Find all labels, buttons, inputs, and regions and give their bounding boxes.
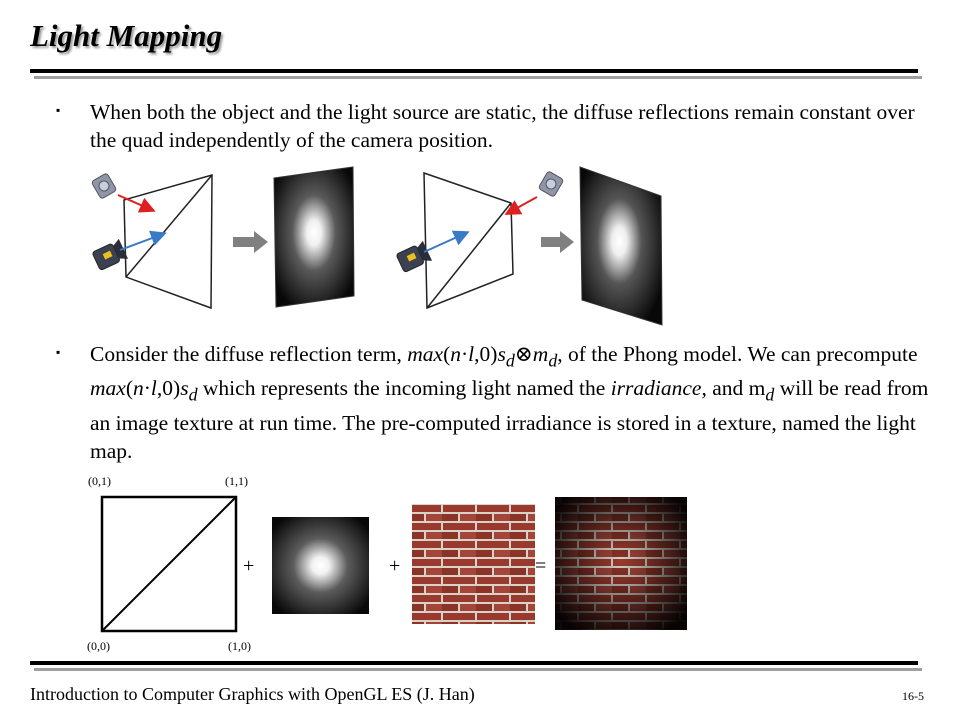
unit-quad	[100, 495, 238, 633]
formula-l: l	[468, 342, 475, 366]
light-map-image	[272, 517, 369, 614]
coord-label-top-left: (0,1)	[88, 474, 111, 488]
formula-max: max	[407, 342, 444, 366]
formula-max: max	[90, 376, 126, 401]
camera-ray	[119, 230, 167, 251]
text-run: Consider the diffuse reflection term,	[90, 342, 408, 366]
plus-sign: +	[243, 555, 254, 577]
irradiance-term: irradiance	[610, 376, 702, 401]
formula-otimes: ⊗	[514, 342, 533, 366]
camera-ray	[423, 230, 470, 253]
light-ray	[504, 196, 538, 215]
text-run: will be read from an image texture at ru…	[90, 376, 929, 463]
light-map-image	[273, 166, 355, 308]
slide-title: Light Mapping	[30, 18, 223, 53]
formula-sub-d: d	[765, 384, 775, 405]
right-arrow-icon	[233, 231, 268, 253]
title-rule-shadow	[34, 76, 922, 79]
light-source-icon	[91, 173, 117, 199]
formula-l: l	[150, 376, 157, 401]
formula-n: n	[450, 342, 461, 366]
lit-brick-image	[555, 497, 687, 630]
light-map-image	[579, 166, 663, 326]
formula-dot: ·	[460, 342, 469, 366]
footer-rule-shadow	[34, 668, 922, 671]
bullet-marker: ▪	[56, 345, 61, 359]
formula-s: s	[180, 376, 189, 401]
footer-page-number: 16-5	[902, 689, 924, 703]
brick-texture-image	[412, 504, 535, 624]
formula-m: m	[532, 342, 549, 366]
light-source-icon	[538, 171, 564, 197]
coord-label-bottom-left: (0,0)	[87, 639, 110, 653]
bullet-marker: ▪	[56, 103, 61, 117]
plus-sign: +	[389, 555, 400, 577]
formula-n: n	[133, 376, 144, 401]
formula-paren: (	[125, 376, 133, 401]
formula-rest: ,0)	[474, 342, 498, 366]
text-run: which represents the incoming light name…	[197, 376, 611, 401]
bullet-2-text: Consider the diffuse reflection term, ma…	[90, 340, 930, 465]
coord-label-bottom-right: (1,0)	[228, 639, 251, 653]
text-run: , and	[701, 376, 749, 401]
title-rule	[30, 69, 918, 73]
footer-course-title: Introduction to Computer Graphics with O…	[30, 684, 475, 704]
right-arrow-icon	[541, 231, 574, 253]
bullet-1-text: When both the object and the light sourc…	[90, 100, 915, 152]
footer-rule	[30, 661, 918, 665]
formula-rest: ,0)	[156, 376, 181, 401]
formula-sub-d: d	[188, 384, 198, 405]
formula-sub-d: d	[548, 350, 558, 371]
light-ray	[117, 194, 156, 213]
coord-label-top-right: (1,1)	[225, 474, 248, 488]
formula-paren: (	[443, 342, 451, 366]
formula-dot: ·	[143, 376, 151, 401]
formula-s: s	[497, 342, 506, 366]
formula-sub-d: d	[505, 350, 515, 371]
equals-sign: =	[535, 555, 546, 577]
formula-m: m	[748, 376, 766, 401]
text-run: , of the Phong model. We can precompute	[557, 342, 918, 366]
